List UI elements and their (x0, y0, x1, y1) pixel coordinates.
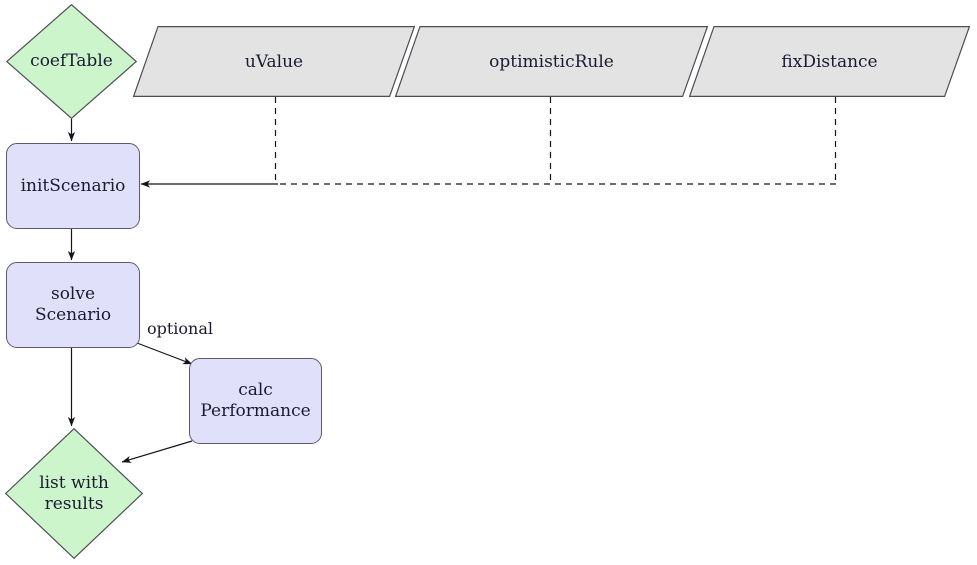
edge-solveScenario-to-calcPerformance (136, 342, 193, 365)
node-coeftable[interactable]: coefTable (6, 4, 137, 119)
node-listwithresults[interactable]: list with results (5, 428, 143, 559)
node-initscenario[interactable]: initScenario (6, 143, 140, 229)
param-node-optimisticrule[interactable]: optimisticRule (395, 26, 708, 97)
diamond-shape (5, 428, 143, 559)
node-label-initscenario: initScenario (20, 175, 126, 196)
parallelogram-shape (395, 26, 708, 97)
edge-label-optional: optional (147, 319, 214, 338)
param-label-uvalue: uValue (244, 51, 304, 72)
parallelogram-shape (689, 26, 970, 97)
param-node-uvalue[interactable]: uValue (133, 26, 415, 97)
param-node-fixdistance[interactable]: fixDistance (689, 26, 970, 97)
node-label-listwithresults: list with results (39, 472, 109, 514)
node-label-coeftable: coefTable (30, 51, 113, 72)
node-calcperformance[interactable]: calc Performance (189, 358, 322, 444)
node-solvescenario[interactable]: solve Scenario (6, 262, 140, 348)
param-label-optimisticrule: optimisticRule (489, 51, 614, 72)
node-label-solvescenario: solve Scenario (34, 284, 112, 325)
node-label-calcperformance: calc Performance (200, 380, 311, 421)
diamond-shape (6, 4, 137, 119)
parallelogram-shape (133, 26, 415, 97)
param-label-fixdistance: fixDistance (781, 51, 878, 72)
